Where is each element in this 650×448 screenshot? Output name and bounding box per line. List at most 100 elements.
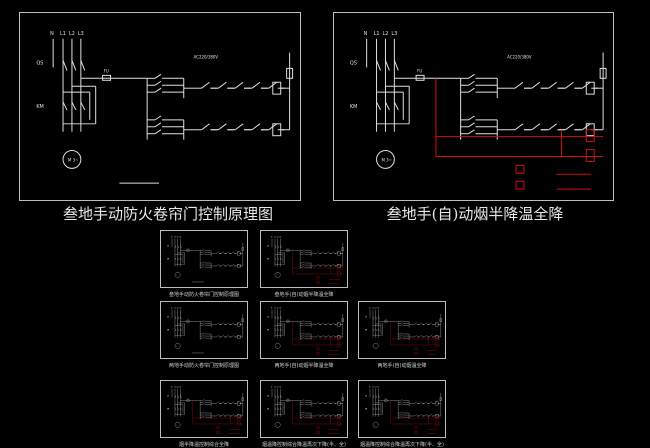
- thumbnail-caption: 叁地手动防火卷帘门控制原理图: [168, 292, 240, 298]
- schematic-label: N: [171, 308, 172, 310]
- contact: [154, 73, 162, 79]
- fuse-icon: [599, 67, 607, 79]
- contact: [468, 80, 475, 86]
- wire: [376, 101, 381, 111]
- contact: [202, 336, 205, 339]
- schematic-label: L1: [274, 387, 276, 389]
- contact: [302, 415, 305, 418]
- contact: [302, 413, 305, 416]
- wire: [174, 257, 177, 261]
- relay-coil-icon: [237, 421, 241, 426]
- fuse-icon: [102, 74, 112, 81]
- contact: [514, 123, 524, 131]
- wire: [280, 407, 282, 411]
- contact: [400, 411, 403, 414]
- contact: [226, 322, 229, 325]
- wire: [274, 245, 277, 249]
- contact: [154, 80, 162, 86]
- contact: [414, 322, 417, 325]
- contact: [302, 324, 305, 326]
- detector-icon: [414, 352, 418, 355]
- drawing-title-1: 叁地手动防火卷帘门控制原理图: [62, 205, 274, 223]
- contact: [468, 73, 475, 79]
- schematic-label: L1: [60, 31, 66, 37]
- wire: [174, 316, 177, 320]
- schematic-label: FU: [287, 248, 289, 250]
- motor-icon: [274, 272, 281, 278]
- wire: [274, 316, 277, 320]
- fuse-icon: [186, 249, 190, 252]
- wire: [277, 395, 279, 399]
- contact: [202, 411, 205, 414]
- schematic-label: N: [271, 237, 272, 239]
- wire: [274, 328, 277, 332]
- motor-icon: [174, 422, 181, 428]
- wire: [375, 316, 377, 320]
- wire: [378, 316, 380, 320]
- wire: [372, 407, 375, 411]
- fuse-icon: [186, 320, 190, 323]
- detector-icon: [316, 347, 320, 351]
- thumbnail-caption: 烟温降控制综合降温再次下降(半、全): [262, 442, 346, 448]
- contact: [226, 414, 229, 417]
- contact: [302, 249, 305, 251]
- schematic-label: L1: [372, 387, 374, 389]
- schematic-label: L3: [279, 308, 281, 310]
- contact: [429, 414, 433, 417]
- contact: [316, 401, 319, 404]
- schematic-label: L2: [382, 31, 388, 37]
- schematic-label: M: [276, 274, 277, 276]
- contact: [424, 335, 427, 338]
- schematic-label: L1: [174, 237, 176, 239]
- wire: [372, 316, 375, 320]
- contact: [216, 335, 219, 338]
- wire: [277, 257, 279, 261]
- wire: [280, 245, 282, 249]
- schematic-label: KM: [267, 329, 270, 331]
- contact: [154, 87, 162, 93]
- contact: [226, 401, 229, 404]
- contact: [202, 265, 205, 268]
- contact: [331, 322, 335, 325]
- wire: [174, 395, 177, 399]
- thumbnail-caption: 两地手(自)动烟温全降: [377, 363, 427, 369]
- relay-coil-icon: [435, 421, 439, 426]
- contact: [321, 322, 324, 325]
- schematic-label: KM: [267, 408, 270, 410]
- schematic-label: L1: [274, 308, 276, 310]
- contact: [531, 123, 541, 131]
- schematic-label: L2: [177, 237, 179, 239]
- contact: [316, 251, 319, 254]
- detector-icon: [316, 276, 320, 280]
- wire: [180, 316, 182, 320]
- contact: [216, 264, 219, 267]
- contact: [302, 322, 305, 324]
- wire: [180, 328, 182, 332]
- contact: [531, 81, 541, 89]
- contact: [202, 322, 205, 324]
- contact: [302, 265, 305, 268]
- relay-coil-icon: [435, 336, 439, 341]
- contact: [429, 322, 433, 325]
- contact: [226, 264, 229, 267]
- contact: [326, 335, 329, 338]
- contact: [326, 322, 329, 325]
- schematic-label: L2: [177, 308, 179, 310]
- relay-coil-icon: [337, 421, 341, 426]
- wire: [372, 328, 375, 332]
- schematic-label: L2: [277, 237, 279, 239]
- contact: [202, 320, 205, 322]
